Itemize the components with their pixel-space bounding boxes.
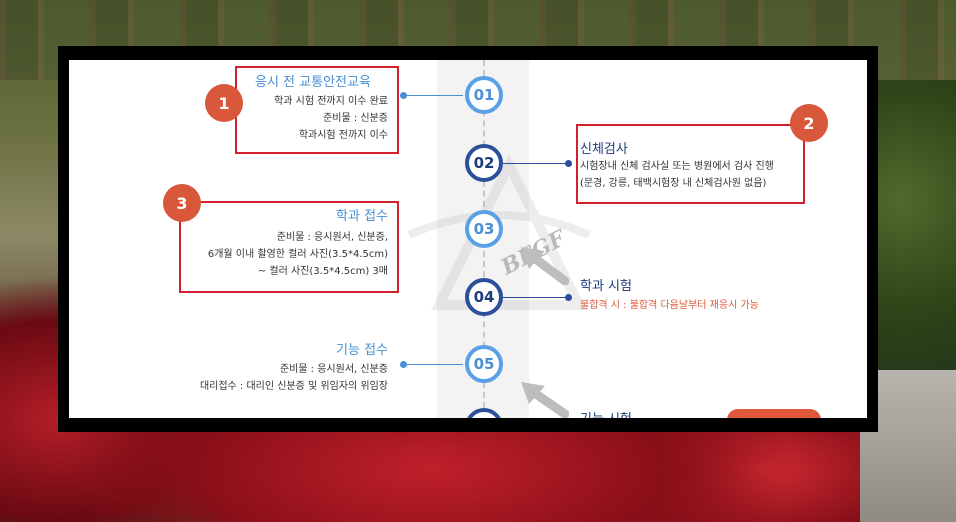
step-03-line-2: 6개월 이내 촬영한 컬러 사진(3.5*4.5cm)	[207, 249, 388, 260]
step-04-dot	[565, 294, 572, 301]
step-03-box	[179, 201, 399, 293]
step-03-line-1: 준비물 : 응시원서, 신분증,	[276, 232, 388, 243]
step-06-title: 기능 시험	[580, 408, 632, 418]
step-01-line-3: 학과시험 전까지 이수	[298, 130, 388, 141]
step-05-line-1: 준비물 : 응시원서, 신분증	[279, 364, 388, 375]
step-01-dot	[400, 92, 407, 99]
step-05-dot	[400, 361, 407, 368]
step-03-line-3: ~ 컬러 사진(3.5*4.5cm) 3매	[257, 266, 388, 277]
step-02-connector	[503, 163, 567, 164]
step-badge-3: 3	[163, 184, 201, 222]
step-03-desc: 준비물 : 응시원서, 신분증, 6개월 이내 촬영한 컬러 사진(3.5*4.…	[208, 229, 388, 280]
step-03-node: 03	[465, 210, 503, 248]
arrow-icon-2	[521, 382, 569, 418]
step-01-connector	[405, 95, 463, 96]
step-02-line-1: 시험장내 신체 검사실 또는 병원에서 검사 진행	[580, 161, 774, 172]
background-hedge	[866, 80, 956, 380]
step-03-title: 학과 접수	[336, 209, 388, 224]
step-04-connector	[503, 297, 567, 298]
step-05-node: 05	[465, 345, 503, 383]
step-05-line-2: 대리접수 : 대리인 신분증 및 위임자의 위임장	[199, 381, 388, 392]
step-04-title: 학과 시험	[580, 279, 632, 294]
step-02-desc: 시험장내 신체 검사실 또는 병원에서 검사 진행 (문경, 강릉, 태백시험장…	[580, 158, 774, 192]
step-01-node: 01	[465, 76, 503, 114]
step-badge-1: 1	[205, 84, 243, 122]
process-panel: BFGF 응시 전 교통안전교육 학과 시험 전까지 이수 완료 준비물 : 신…	[69, 60, 867, 418]
step-02-line-2: (문경, 강릉, 태백시험장 내 신체검사원 없음)	[580, 178, 767, 189]
step-05-connector	[405, 364, 463, 365]
step-02-title: 신체검사	[580, 142, 628, 157]
step-02-box	[576, 124, 805, 204]
step-05-title: 기능 접수	[336, 343, 388, 358]
arrow-icon	[521, 247, 569, 285]
step-02-dot	[565, 160, 572, 167]
step-04-node: 04	[465, 278, 503, 316]
step-01-title: 응시 전 교통안전교육	[255, 75, 371, 90]
step-01-line-1: 학과 시험 전까지 이수 완료	[274, 96, 388, 107]
info-pill[interactable]	[727, 409, 821, 418]
step-01-line-2: 준비물 : 신분증	[323, 113, 388, 124]
step-02-node: 02	[465, 144, 503, 182]
step-01-desc: 학과 시험 전까지 이수 완료 준비물 : 신분증 학과시험 전까지 이수	[274, 93, 388, 144]
step-badge-2: 2	[790, 104, 828, 142]
step-05-desc: 준비물 : 응시원서, 신분증 대리접수 : 대리인 신분증 및 위임자의 위임…	[200, 361, 388, 395]
step-04-line-1: 불합격 시 : 불합격 다음날부터 재응시 가능	[580, 300, 759, 311]
